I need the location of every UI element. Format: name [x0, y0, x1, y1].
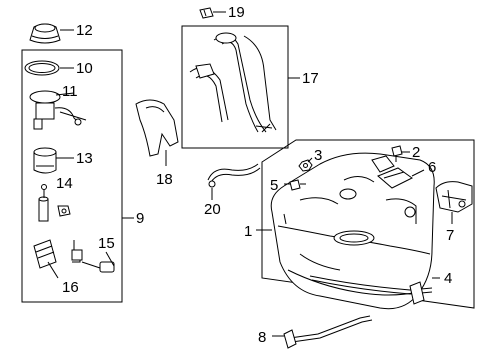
callout-19: 19	[228, 4, 245, 21]
callout-15: 15	[98, 235, 115, 252]
callout-8: 8	[258, 329, 266, 346]
pump-group-box	[21, 49, 123, 303]
nut-3-part	[298, 159, 313, 172]
callout-5: 5	[270, 177, 278, 194]
leader-lines	[43, 11, 453, 337]
filler-pipe-part	[189, 32, 277, 133]
callout-18: 18	[156, 171, 173, 188]
callout-11: 11	[62, 83, 78, 100]
callout-9: 9	[136, 210, 144, 227]
vent-hose-part	[207, 163, 261, 188]
callout-20: 20	[204, 201, 221, 218]
callout-2: 2	[412, 144, 420, 161]
callout-16: 16	[62, 279, 79, 296]
heat-shield-part	[135, 99, 179, 157]
callout-7: 7	[446, 227, 454, 244]
callout-10: 10	[76, 60, 93, 77]
callout-1: 1	[244, 223, 252, 240]
tank-bracket-part	[377, 167, 413, 189]
tank-group-box	[261, 139, 475, 309]
sender-unit-part	[71, 240, 115, 273]
lower-strap-part	[283, 315, 373, 349]
callout-4: 4	[444, 270, 452, 287]
pump-housing-part	[33, 147, 57, 174]
fuel-tank-part	[270, 152, 435, 310]
cap-ring-part	[29, 23, 61, 44]
pump-filter-part	[33, 239, 57, 269]
bolt-2-part	[391, 145, 403, 162]
canister-part	[435, 181, 473, 213]
callout-3: 3	[314, 147, 322, 164]
callout-17: 17	[302, 70, 319, 87]
callout-12: 12	[76, 22, 93, 39]
callout-6: 6	[428, 159, 436, 176]
filler-cap-part	[199, 7, 214, 19]
bolt-5-part	[289, 179, 306, 191]
seal-ring-part	[24, 60, 60, 76]
pump-plate-part	[29, 90, 87, 130]
filler-pipe-box	[181, 25, 289, 149]
callout-14: 14	[56, 175, 73, 192]
tank-strap-part	[309, 275, 433, 305]
callout-13: 13	[76, 150, 93, 167]
